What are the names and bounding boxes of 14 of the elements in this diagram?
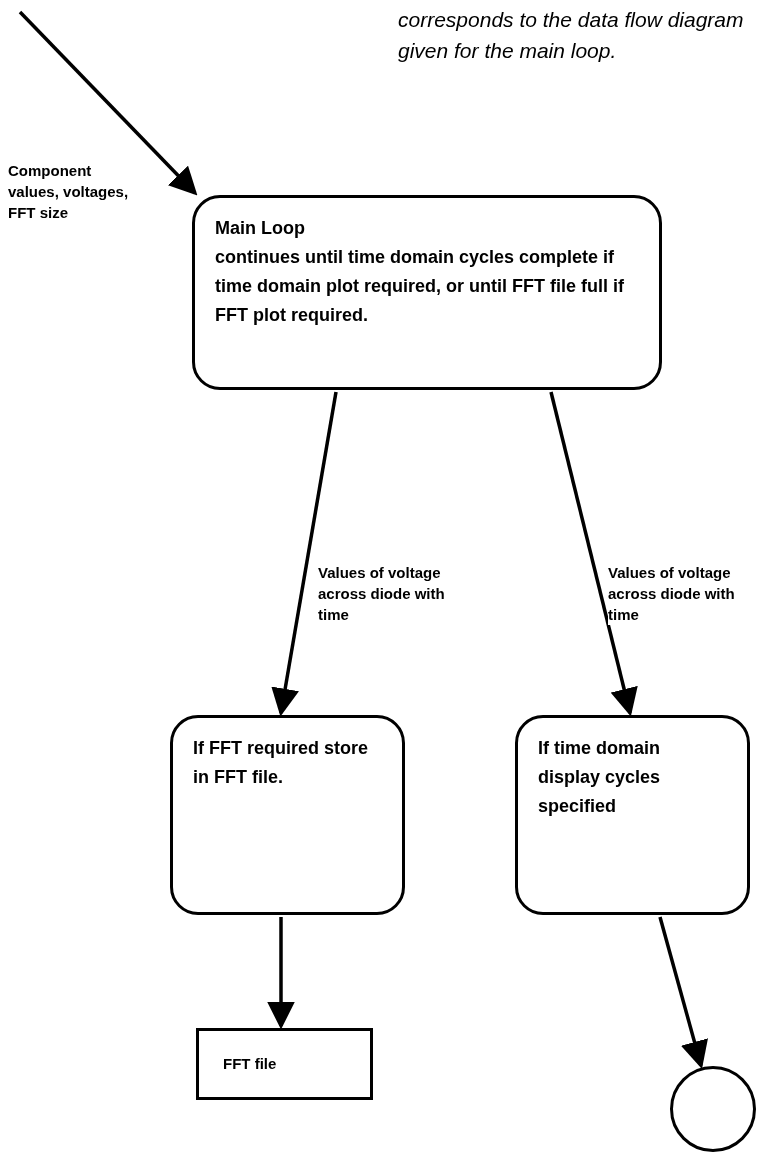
box-text: If time domain display cycles specified — [538, 737, 662, 818]
process-box — [192, 195, 662, 390]
note-text: corresponds to the data flow diagram given for the main loop. — [398, 7, 745, 64]
arrow — [267, 917, 295, 1030]
arrow — [549, 391, 638, 717]
box-text: continues until time domain cycles complete if time domain plot required, or until FFT file full if FFT plot required. — [215, 246, 625, 327]
arrow — [271, 391, 338, 717]
box-heading: Main Loop — [215, 217, 306, 240]
box-text: FFT file — [223, 1053, 278, 1074]
data-store-box — [196, 1028, 373, 1100]
process-box — [170, 715, 405, 915]
process-box — [515, 715, 750, 915]
arrow — [18, 10, 198, 196]
box-text: If FFT required store in FFT file. — [193, 737, 370, 789]
